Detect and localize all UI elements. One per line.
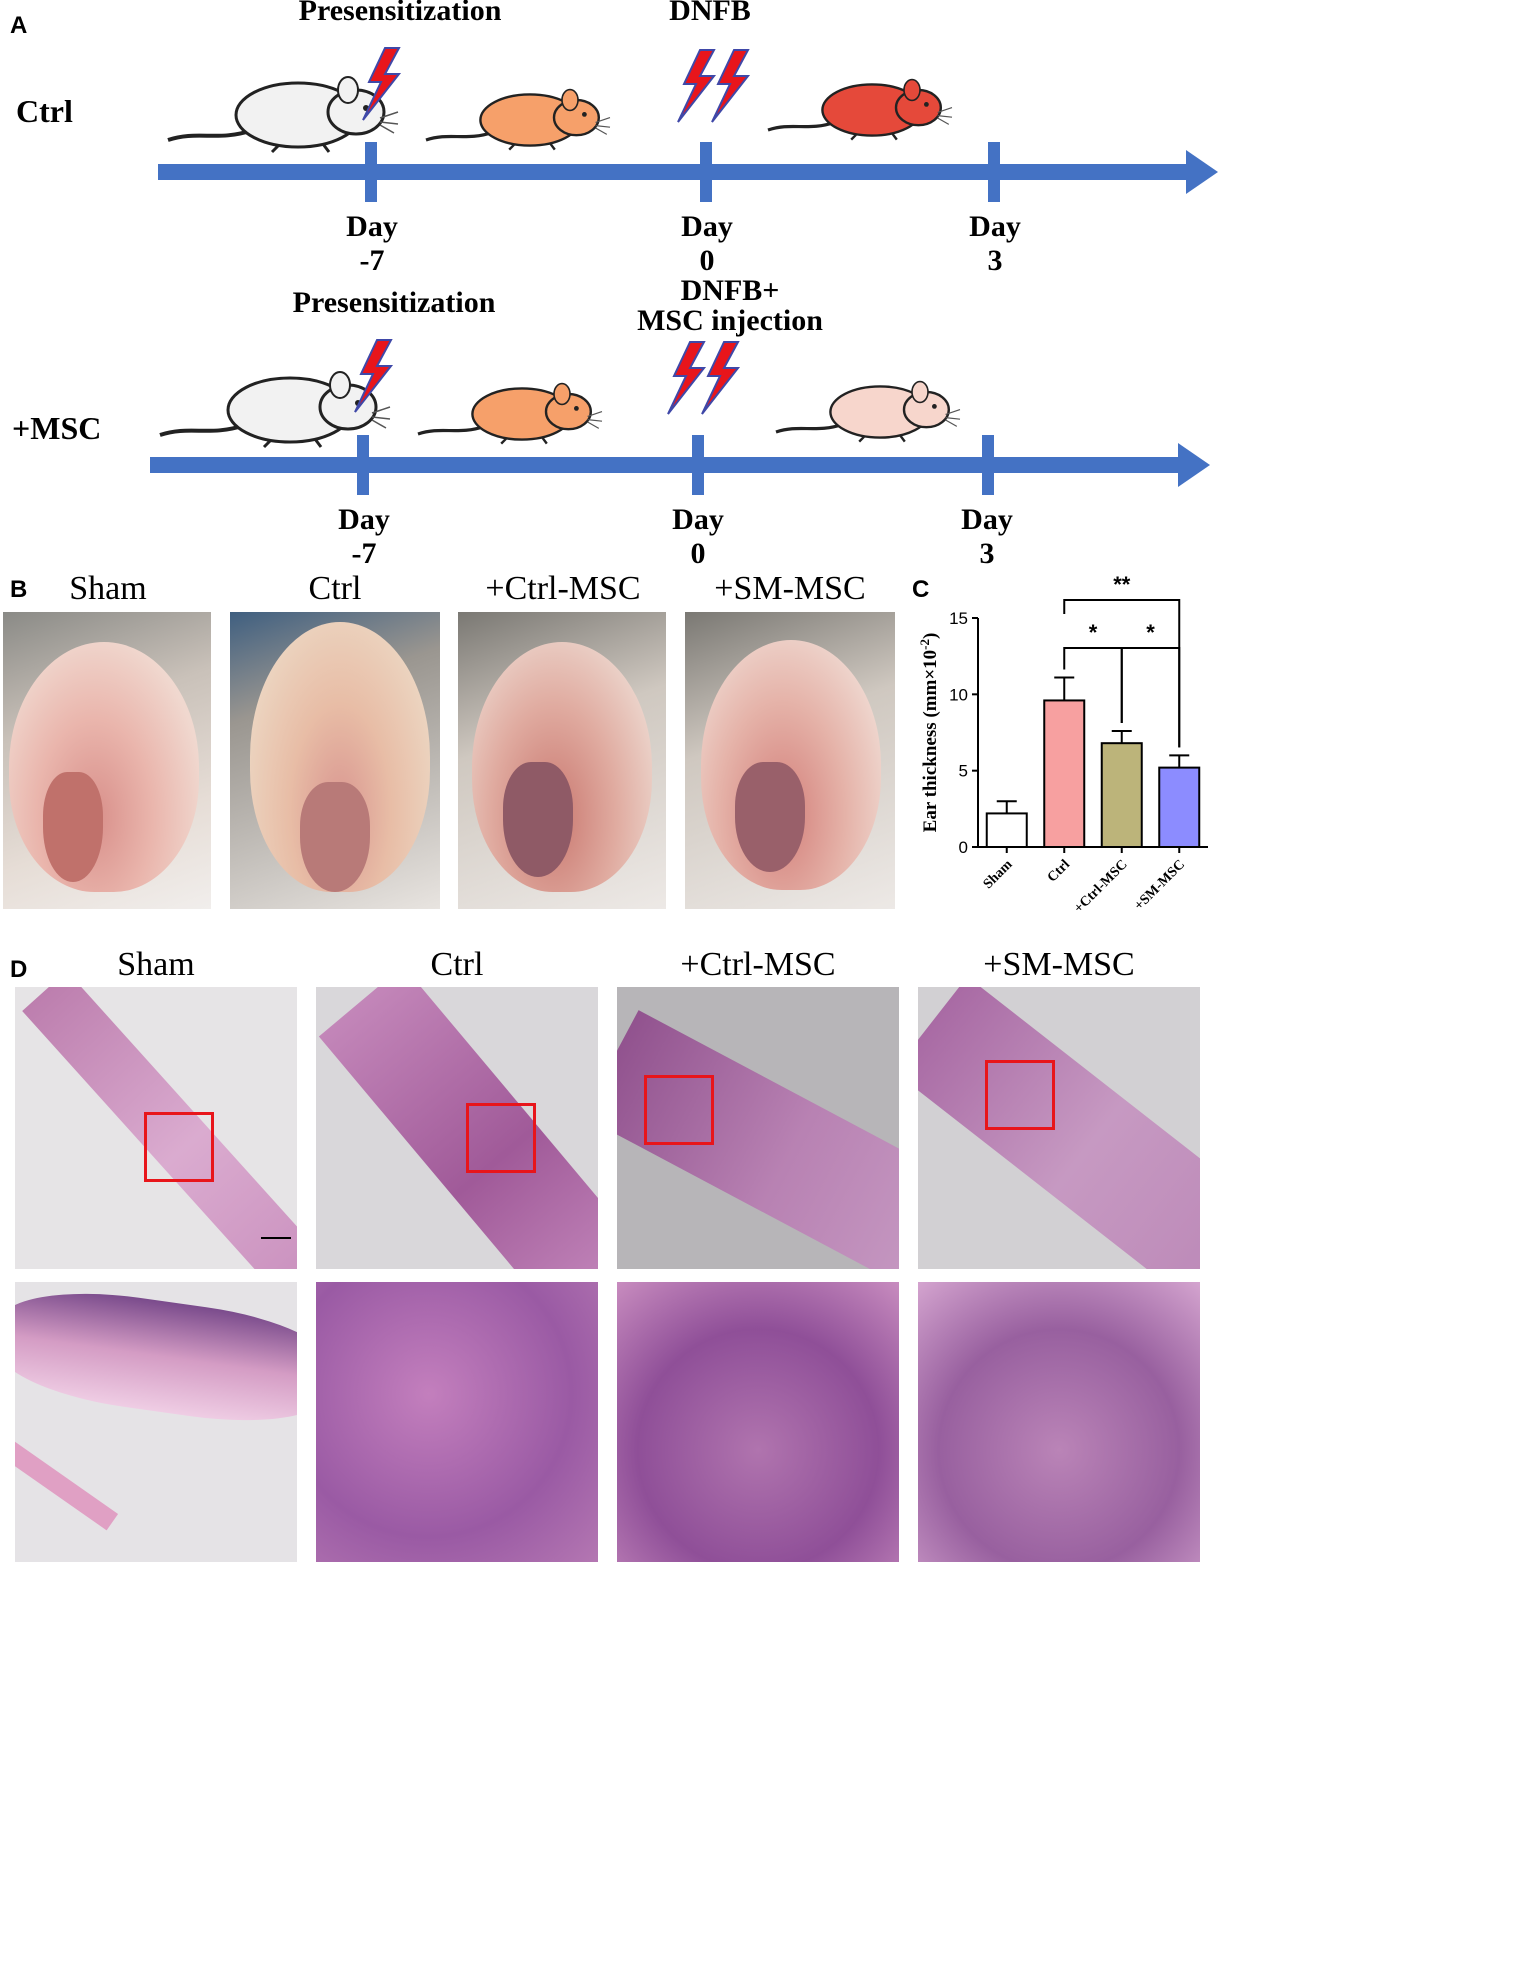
lightning-icon xyxy=(711,49,749,123)
day-label: Day-7 xyxy=(338,503,390,570)
panel-a-letter: A xyxy=(10,12,28,39)
row-label-ctrl: Ctrl xyxy=(16,93,73,129)
ear-photo-sm-msc xyxy=(685,612,895,909)
y-tick-label: 10 xyxy=(949,685,968,704)
lightning-icon xyxy=(701,341,739,415)
panel-c-letter: C xyxy=(912,576,930,603)
bar xyxy=(985,812,1028,848)
photo-title-ctrl: Ctrl xyxy=(308,570,362,607)
histology-high-sm-msc xyxy=(918,1282,1200,1562)
photo-title-sham: Sham xyxy=(69,570,147,607)
histo-title-ctrl-msc: +Ctrl-MSC xyxy=(680,946,836,983)
significance-label: * xyxy=(1089,620,1098,645)
bar xyxy=(1158,766,1201,848)
lightning-icon xyxy=(677,49,715,123)
histology-high-ctrl xyxy=(316,1282,598,1562)
ear-photo-ctrl xyxy=(230,612,440,909)
y-tick-label: 5 xyxy=(959,762,968,781)
histology-low-sham xyxy=(15,987,297,1269)
label-presensitization: Presensitization xyxy=(298,0,502,27)
y-tick-label: 0 xyxy=(959,838,968,857)
label-dnfb-msc: DNFB+MSC injection xyxy=(637,274,823,337)
histology-low-ctrl-msc xyxy=(617,987,899,1269)
roi-box xyxy=(466,1103,536,1173)
significance-label: ** xyxy=(1113,572,1131,597)
histo-title-ctrl: Ctrl xyxy=(430,946,484,983)
label-dnfb: DNFB xyxy=(669,0,751,27)
histology-high-sham xyxy=(15,1282,297,1562)
ear-photo-sham xyxy=(3,612,211,909)
row-label-msc: +MSC xyxy=(12,410,102,446)
day-label: Day-7 xyxy=(346,210,398,277)
bar xyxy=(1100,742,1143,848)
bar xyxy=(1043,699,1086,848)
roi-box xyxy=(644,1075,714,1145)
y-tick-label: 15 xyxy=(949,609,968,628)
x-tick-label: +SM-MSC xyxy=(1132,857,1188,913)
label-presensitization: Presensitization xyxy=(292,286,496,319)
lightning-icon xyxy=(667,341,705,415)
histology-high-ctrl-msc xyxy=(617,1282,899,1562)
mouse-icon xyxy=(424,87,612,152)
histology-low-ctrl xyxy=(316,987,598,1269)
scale-bar xyxy=(261,1237,291,1239)
significance-bracket xyxy=(1120,647,1181,748)
photo-title-ctrl-msc: +Ctrl-MSC xyxy=(485,570,641,607)
timeline-graphics xyxy=(150,47,1218,495)
histo-title-sm-msc: +SM-MSC xyxy=(983,946,1135,983)
panel-b-letter: B xyxy=(10,576,28,603)
mouse-icon xyxy=(774,380,962,444)
y-axis-label: Ear thickness (mm×10-2) xyxy=(917,633,941,833)
ear-photo-ctrl-msc xyxy=(458,612,666,909)
mouse-icon xyxy=(416,382,604,446)
photo-title-sm-msc: +SM-MSC xyxy=(714,570,866,607)
mouse-icon xyxy=(166,75,400,154)
x-tick-label: +Ctrl-MSC xyxy=(1071,857,1130,916)
roi-box xyxy=(985,1060,1055,1130)
panel-d-letter: D xyxy=(10,956,28,983)
x-tick-label: Sham xyxy=(981,857,1016,892)
significance-label: * xyxy=(1146,620,1155,645)
x-tick-label: Ctrl xyxy=(1045,857,1073,885)
histology-low-sm-msc xyxy=(918,987,1200,1269)
roi-box xyxy=(144,1112,214,1182)
mouse-icon xyxy=(766,77,954,142)
histo-title-sham: Sham xyxy=(117,946,195,983)
